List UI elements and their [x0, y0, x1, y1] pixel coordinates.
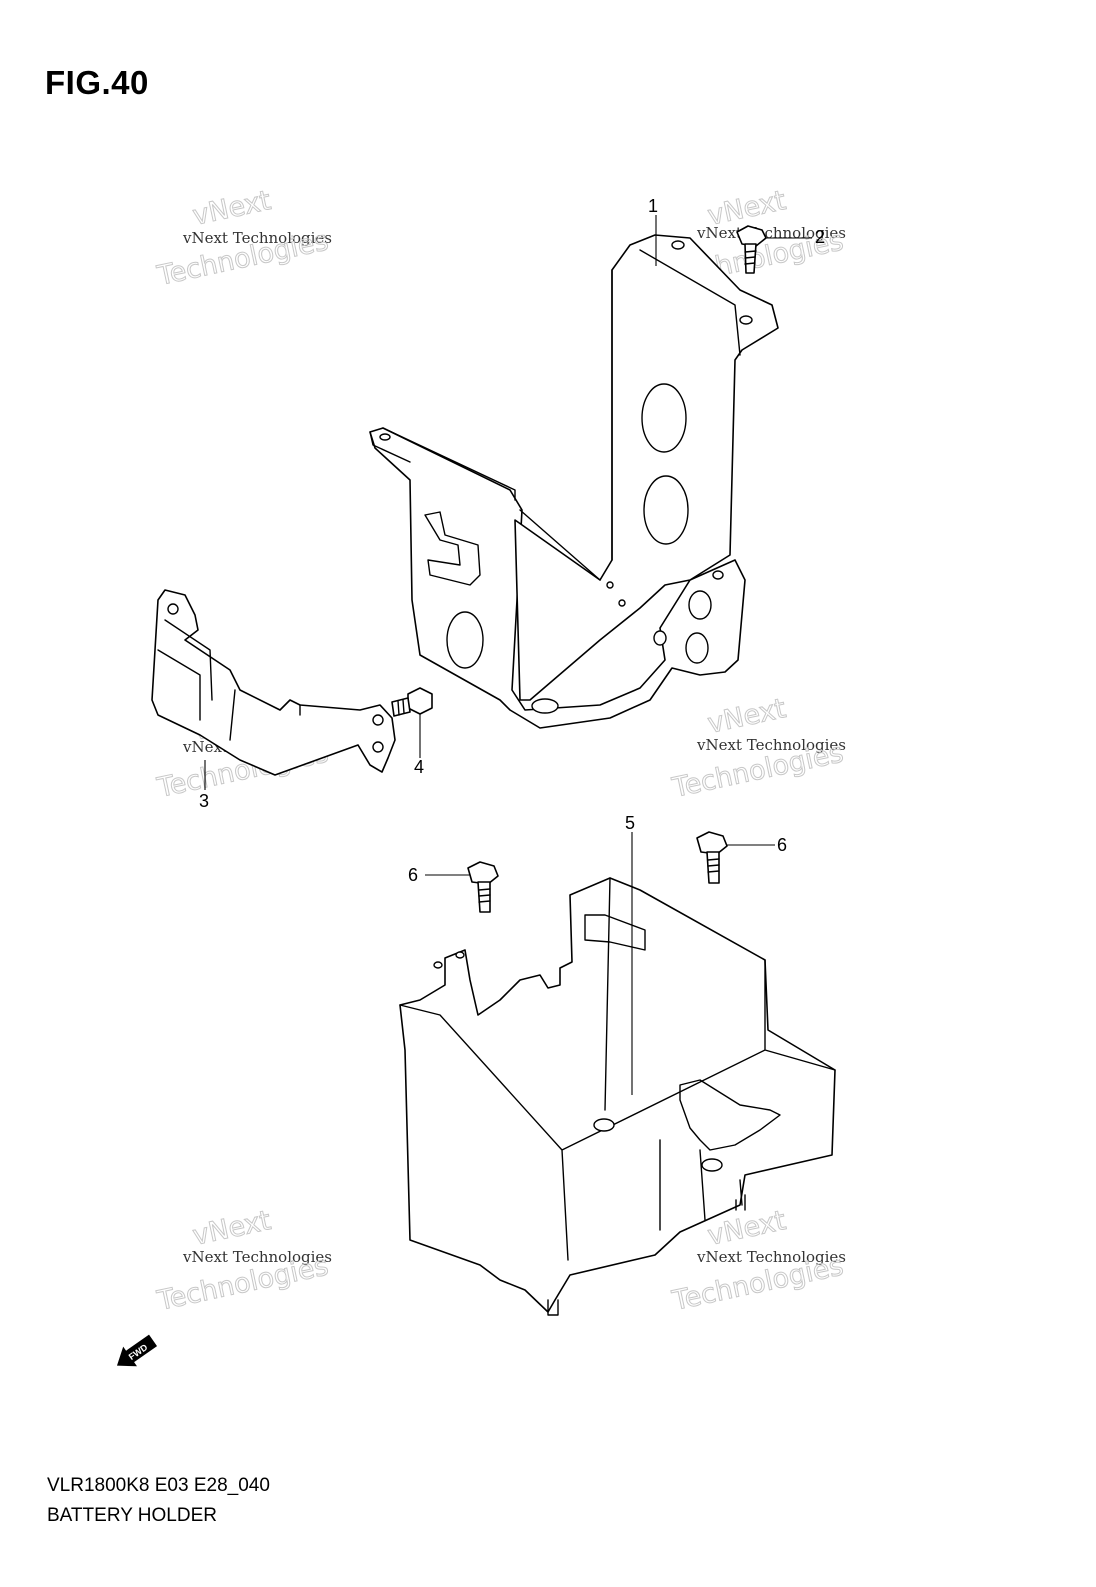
part-6-bolt-right	[696, 831, 728, 884]
bracket-hole	[379, 433, 391, 441]
bracket-hole	[653, 630, 667, 646]
watermark-text: vNext Technologies	[182, 229, 332, 247]
callout-6-right: 6	[777, 835, 787, 855]
watermark-big-text: vNext	[705, 693, 789, 740]
watermark-big-text: vNext	[190, 1205, 274, 1252]
watermark-top-left: vNext vNext Technologies Technologies	[154, 185, 332, 293]
bracket-hole	[688, 590, 712, 620]
part-3-small-bracket	[151, 589, 396, 776]
bracket-hole	[671, 240, 685, 250]
part-6-bolt-left	[467, 861, 499, 913]
part-4-bolt	[391, 687, 433, 717]
watermark-big-text: vNext	[190, 185, 274, 232]
tray-hole	[593, 1118, 615, 1132]
bracket-hole	[372, 714, 384, 726]
callout-3: 3	[199, 791, 209, 811]
tray-hole	[455, 951, 465, 959]
watermark-text: vNext Technologies	[696, 1248, 846, 1266]
figure-title: FIG.40	[45, 64, 149, 101]
tray-hole	[433, 961, 443, 969]
bracket-hole	[531, 698, 559, 714]
callout-4: 4	[414, 757, 424, 777]
part-2-bolt	[736, 225, 767, 274]
bracket-hole	[446, 611, 484, 669]
bracket-hole	[685, 632, 709, 664]
callout-6-left: 6	[408, 865, 418, 885]
callout-2: 2	[815, 227, 825, 247]
watermark-middle-right: vNext vNext Technologies Technologies	[669, 693, 847, 805]
model-code: VLR1800K8 E03 E28_040	[47, 1475, 270, 1496]
bracket-hole	[618, 599, 626, 607]
watermark-text: vNext Technologies	[696, 736, 846, 754]
tray-hole	[701, 1158, 723, 1172]
fwd-arrow-icon: FWD	[116, 1334, 158, 1367]
diagram-name: BATTERY HOLDER	[47, 1505, 217, 1526]
part-5-battery-tray	[399, 877, 836, 1316]
bracket-hole	[643, 475, 689, 545]
bracket-hole	[712, 570, 724, 580]
leader-lines	[204, 215, 812, 1095]
callout-5: 5	[625, 813, 635, 833]
bracket-hole	[641, 383, 687, 453]
bracket-hole	[167, 603, 179, 615]
part-1-battery-bracket	[369, 234, 779, 729]
watermark-bottom-left: vNext vNext Technologies Technologies	[154, 1205, 332, 1318]
callout-1: 1	[648, 196, 658, 216]
bracket-hole	[606, 581, 614, 589]
bracket-hole	[739, 315, 753, 325]
watermark-text: vNext Technologies	[182, 1248, 332, 1266]
bracket-hole	[372, 741, 384, 753]
